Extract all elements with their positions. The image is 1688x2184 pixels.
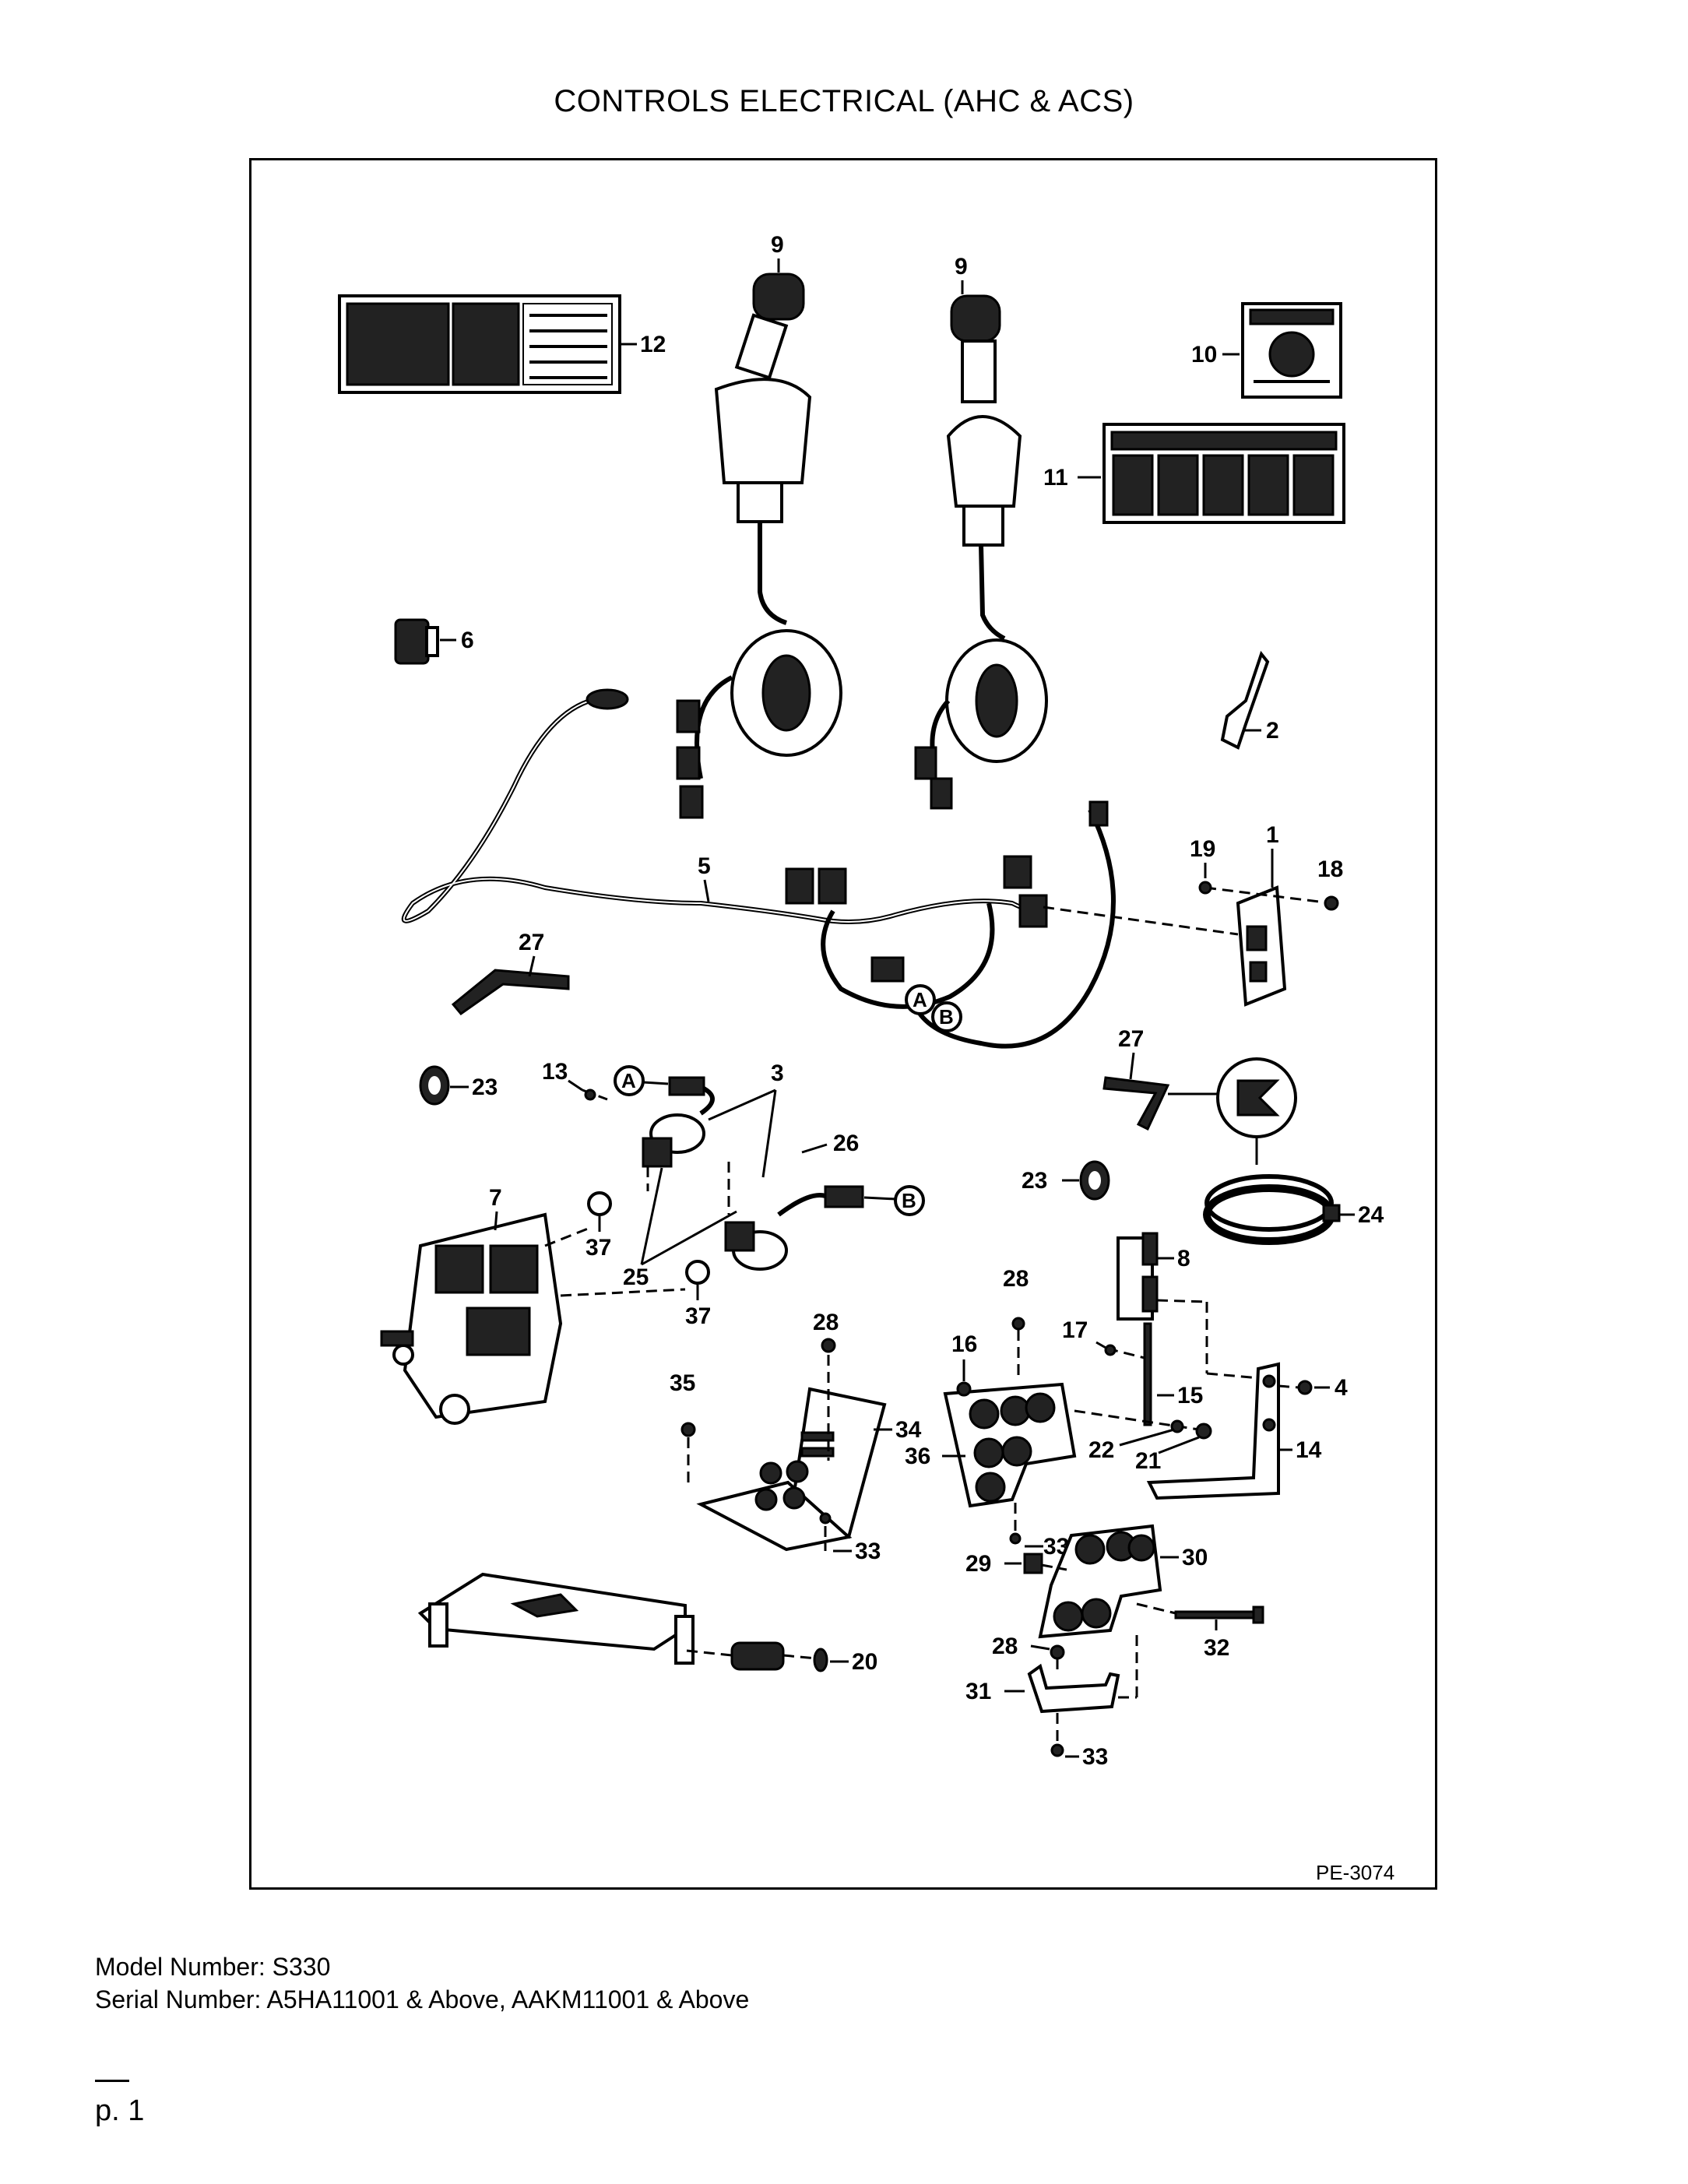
callout-34: 34 [895, 1417, 922, 1443]
spring-29 [1023, 1553, 1043, 1574]
callout-28-upper: 28 [1003, 1266, 1029, 1292]
callout-33-pedal: 33 [855, 1539, 881, 1564]
callout-23-left: 23 [472, 1074, 498, 1100]
grommet-23-left [419, 1065, 450, 1106]
callout-35: 35 [670, 1370, 695, 1396]
model-number: Model Number: S330 [95, 1953, 331, 1981]
rod-15 [1143, 1322, 1152, 1426]
pin-32 [1174, 1605, 1264, 1624]
callout-33-lower: 33 [1082, 1744, 1108, 1770]
connector-marker-b-solenoid: B [894, 1185, 925, 1216]
callout-24: 24 [1358, 1202, 1384, 1228]
bracket-2 [1220, 650, 1270, 750]
connector-marker-b-harness: B [931, 1001, 962, 1032]
callout-26: 26 [833, 1131, 859, 1156]
bracket-31 [1027, 1663, 1120, 1714]
callout-22: 22 [1088, 1437, 1114, 1463]
callout-1: 1 [1266, 822, 1279, 848]
logo-badge [1216, 1057, 1297, 1138]
callout-31: 31 [965, 1679, 991, 1704]
cable-coil-24 [1203, 1174, 1341, 1245]
callout-28-lower: 28 [992, 1634, 1018, 1659]
callout-4: 4 [1335, 1375, 1348, 1401]
o-ring-37-lower [685, 1260, 710, 1285]
bracket-14 [1146, 1362, 1280, 1500]
solenoid-3-lower [724, 1185, 864, 1271]
callout-2: 2 [1266, 718, 1279, 744]
connector-marker-a-solenoid: A [614, 1065, 645, 1096]
drawing-code: PE-3074 [1316, 1861, 1395, 1884]
hex-key-27-left [451, 969, 570, 1016]
callout-37-upper: 37 [586, 1235, 611, 1261]
svg-text:A: A [621, 1069, 636, 1092]
callout-32: 32 [1204, 1635, 1229, 1661]
control-valve-7 [380, 1212, 563, 1425]
callout-9-left: 9 [771, 232, 784, 258]
svg-text:B: B [939, 1005, 954, 1029]
solenoid-3-upper [642, 1076, 715, 1168]
callout-25: 25 [623, 1264, 649, 1290]
callout-17: 17 [1062, 1317, 1088, 1343]
callout-29: 29 [965, 1551, 991, 1577]
module-1 [1236, 885, 1287, 1007]
page-rule [95, 2080, 129, 2082]
callout-20: 20 [852, 1649, 877, 1675]
pedal-plate-34 [696, 1387, 887, 1552]
joystick-left-9 [676, 273, 842, 819]
base-plate [417, 1572, 695, 1665]
wiring-harness-5 [401, 688, 1116, 1049]
callout-9-right: 9 [955, 254, 968, 280]
callout-6: 6 [461, 628, 474, 653]
callout-28-pedal: 28 [813, 1310, 839, 1335]
callout-15: 15 [1177, 1383, 1203, 1409]
callout-23-right: 23 [1022, 1168, 1047, 1194]
callout-27-right: 27 [1118, 1026, 1144, 1052]
callout-14: 14 [1296, 1437, 1322, 1463]
callout-30: 30 [1182, 1545, 1208, 1570]
svg-text:A: A [913, 988, 927, 1011]
switch-6 [394, 618, 439, 665]
callout-16: 16 [951, 1331, 977, 1357]
callout-7: 7 [489, 1185, 502, 1211]
callout-8: 8 [1177, 1246, 1190, 1271]
sensor-8 [1117, 1232, 1159, 1321]
callout-37-lower: 37 [685, 1303, 711, 1329]
callout-13: 13 [542, 1059, 568, 1085]
connector-marker-a-harness: A [905, 984, 936, 1015]
callout-5: 5 [698, 853, 711, 879]
page-title: CONTROLS ELECTRICAL (AHC & ACS) [554, 84, 1134, 118]
callout-21: 21 [1135, 1448, 1161, 1474]
o-ring-37-upper [587, 1191, 612, 1216]
decal-10 [1241, 302, 1342, 399]
hex-key-27-right [1102, 1076, 1170, 1131]
callout-11: 11 [1043, 465, 1068, 491]
callout-18: 18 [1317, 856, 1343, 882]
callout-10: 10 [1191, 342, 1217, 368]
serial-number: Serial Number: A5HA11001 & Above, AAKM11… [95, 1985, 750, 2013]
grommet-23-right [1079, 1160, 1110, 1201]
callout-19: 19 [1190, 836, 1215, 862]
pedal-plate-30 [1038, 1524, 1162, 1639]
spring-20 [730, 1641, 785, 1671]
callout-36: 36 [905, 1444, 930, 1469]
callout-3: 3 [771, 1060, 784, 1086]
decal-11 [1102, 423, 1345, 524]
page-number: p. 1 [95, 2094, 145, 2127]
joystick-right-9 [914, 294, 1048, 810]
callout-12: 12 [640, 332, 666, 357]
diagram-frame [249, 158, 1437, 1890]
pedal-plate-36 [943, 1382, 1077, 1508]
decal-12 [338, 294, 621, 394]
svg-text:B: B [902, 1189, 916, 1212]
callout-27-left: 27 [519, 930, 544, 955]
